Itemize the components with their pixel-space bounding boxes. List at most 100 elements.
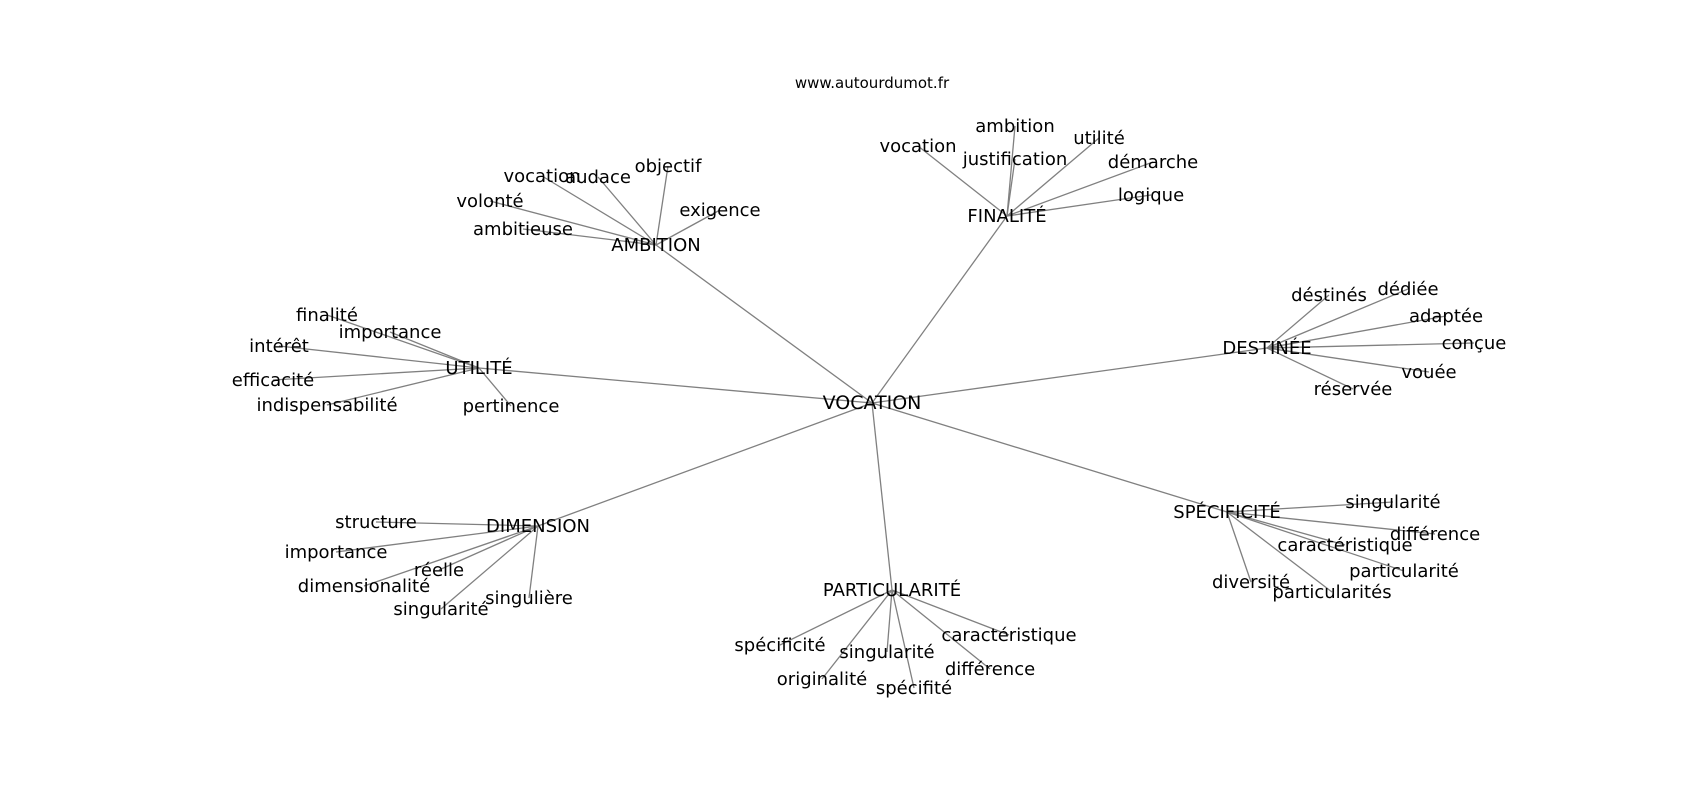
edge-dimension-3 — [363, 525, 539, 587]
edge-utilite-1 — [389, 331, 480, 369]
leaf-node-destinee[interactable]: vouée — [1401, 362, 1456, 383]
leaf-node-ambition[interactable]: volonté — [456, 191, 523, 212]
edge-dimension-1 — [335, 525, 539, 553]
hub-node-destinee[interactable]: DESTINÉE — [1222, 337, 1311, 359]
leaf-node-ambition[interactable]: ambitieuse — [473, 219, 573, 240]
center-word[interactable]: VOCATION — [823, 392, 922, 414]
leaf-node-specificite[interactable]: différence — [1390, 524, 1480, 545]
graph-edges — [272, 125, 1475, 689]
edge-ambition-3 — [489, 200, 657, 246]
edge-center-dimension — [537, 402, 873, 527]
edge-dimension-5 — [528, 525, 539, 599]
leaf-node-ambition[interactable]: objectif — [635, 156, 702, 177]
edge-destinee-0 — [1266, 294, 1330, 349]
graph-labels: www.autourdumot.fr VOCATION AMBITION voca… — [232, 74, 1507, 699]
leaf-node-specificite[interactable]: singularité — [1345, 492, 1440, 513]
edge-finalite-4 — [1006, 161, 1154, 217]
hub-node-finalite[interactable]: FINALITÉ — [967, 205, 1046, 227]
edge-ambition-1 — [597, 176, 657, 246]
hub-node-utilite[interactable]: UTILITÉ — [445, 357, 512, 379]
leaf-node-finalite[interactable]: justification — [962, 149, 1068, 170]
edge-center-ambition — [655, 244, 873, 404]
leaf-node-particularite[interactable]: spécifité — [876, 678, 952, 699]
leaf-node-dimension[interactable]: singularité — [393, 599, 488, 620]
edge-ambition-2 — [655, 165, 669, 246]
leaf-node-ambition[interactable]: exigence — [679, 200, 760, 221]
leaf-node-destinee[interactable]: dédiée — [1377, 279, 1438, 300]
edge-dimension-4 — [440, 525, 539, 610]
edge-specificite-0 — [1226, 501, 1394, 513]
leaf-node-dimension[interactable]: dimensionalité — [298, 576, 430, 597]
edge-utilite-3 — [272, 367, 480, 381]
leaf-node-specificite[interactable]: caractéristique — [1277, 535, 1412, 556]
leaf-node-particularite[interactable]: originalité — [777, 669, 867, 690]
edge-particularite-1 — [886, 589, 893, 653]
edge-finalite-1 — [917, 145, 1008, 217]
edge-utilite-4 — [326, 367, 480, 406]
leaf-node-utilite[interactable]: intérêt — [249, 336, 309, 357]
edge-finalite-2 — [1006, 158, 1016, 217]
edge-destinee-4 — [1266, 347, 1430, 373]
edge-specificite-1 — [1226, 511, 1436, 535]
leaf-node-destinee[interactable]: réservée — [1314, 379, 1393, 400]
edge-utilite-0 — [326, 314, 480, 369]
leaf-node-utilite[interactable]: pertinence — [463, 396, 560, 417]
edge-ambition-5 — [522, 228, 657, 246]
edge-specificite-3 — [1226, 511, 1405, 572]
leaf-node-destinee[interactable]: adaptée — [1409, 306, 1483, 327]
leaf-node-dimension[interactable]: réelle — [414, 560, 464, 581]
edge-center-destinee — [871, 347, 1268, 404]
leaf-node-specificite[interactable]: particularités — [1272, 582, 1391, 603]
leaf-node-finalite[interactable]: vocation — [879, 136, 956, 157]
edge-destinee-3 — [1266, 342, 1475, 349]
edge-center-finalite — [871, 215, 1008, 404]
edge-dimension-2 — [438, 525, 539, 571]
leaf-node-dimension[interactable]: structure — [335, 512, 417, 533]
edge-particularite-0 — [779, 589, 893, 646]
leaf-node-particularite[interactable]: spécificité — [734, 635, 825, 656]
leaf-node-finalite[interactable]: utilité — [1073, 128, 1125, 149]
leaf-node-finalite[interactable]: ambition — [975, 116, 1054, 137]
leaf-node-specificite[interactable]: diversité — [1212, 572, 1290, 593]
leaf-node-ambition[interactable]: vocation — [503, 166, 580, 187]
leaf-node-finalite[interactable]: démarche — [1108, 152, 1198, 173]
edge-specificite-5 — [1226, 511, 1333, 593]
leaf-node-dimension[interactable]: importance — [285, 542, 388, 563]
edge-finalite-0 — [1006, 125, 1016, 217]
source-url: www.autourdumot.fr — [795, 74, 950, 92]
leaf-node-utilite[interactable]: finalité — [296, 305, 358, 326]
hub-node-specificite[interactable]: SPÉCIFICITÉ — [1173, 501, 1280, 523]
edge-center-specificite — [871, 402, 1228, 513]
edge-specificite-2 — [1226, 511, 1346, 546]
edge-particularite-5 — [891, 589, 991, 670]
edge-ambition-0 — [541, 175, 657, 246]
hub-node-dimension[interactable]: DIMENSION — [486, 516, 590, 537]
edge-finalite-5 — [1006, 194, 1152, 217]
edge-particularite-3 — [821, 589, 893, 680]
edge-dimension-0 — [375, 521, 539, 527]
edge-utilite-5 — [478, 367, 512, 407]
edge-center-particularite — [871, 402, 893, 591]
edge-finalite-3 — [1006, 137, 1100, 217]
leaf-node-utilite[interactable]: indispensabilité — [256, 395, 397, 416]
leaf-node-specificite[interactable]: particularité — [1349, 561, 1459, 582]
edge-destinee-2 — [1266, 315, 1447, 349]
edge-specificite-4 — [1226, 511, 1252, 583]
leaf-node-finalite[interactable]: logique — [1118, 185, 1184, 206]
hub-node-ambition[interactable]: AMBITION — [611, 235, 700, 256]
leaf-node-destinee[interactable]: déstinés — [1291, 285, 1367, 306]
leaf-node-utilite[interactable]: efficacité — [232, 370, 314, 391]
edge-utilite-2 — [278, 345, 480, 369]
edge-particularite-2 — [891, 589, 1010, 636]
leaf-node-destinee[interactable]: conçue — [1442, 333, 1507, 354]
leaf-node-particularite[interactable]: caractéristique — [941, 625, 1076, 646]
edge-destinee-5 — [1266, 347, 1354, 390]
leaf-node-particularite[interactable]: différence — [945, 659, 1035, 680]
leaf-node-utilite[interactable]: importance — [339, 322, 442, 343]
leaf-node-particularite[interactable]: singularité — [839, 642, 934, 663]
leaf-node-dimension[interactable]: singulière — [485, 588, 573, 609]
edge-destinee-1 — [1266, 288, 1409, 349]
hub-node-particularite[interactable]: PARTICULARITÉ — [823, 579, 961, 601]
leaf-node-ambition[interactable]: audace — [565, 167, 631, 188]
